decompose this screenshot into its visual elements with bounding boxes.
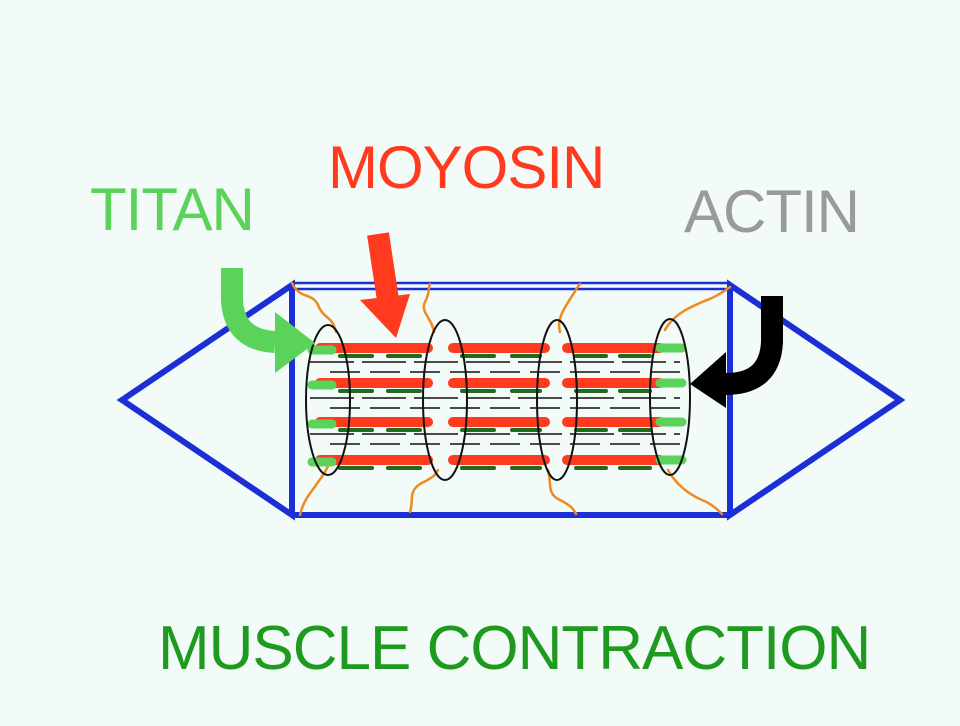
right-triangle-inner xyxy=(729,283,902,517)
titin-connectors xyxy=(290,281,732,517)
left-triangle xyxy=(116,279,295,521)
cross-bridges xyxy=(338,354,652,470)
titan-arrow-icon xyxy=(221,268,315,373)
connector xyxy=(546,468,578,516)
connector xyxy=(290,281,338,334)
connector xyxy=(298,464,330,517)
actin-arrow-head xyxy=(690,352,726,408)
actin-arrow-shaft xyxy=(725,296,783,395)
myosin-filaments xyxy=(315,343,665,465)
right-triangle xyxy=(727,279,906,521)
actin-filaments xyxy=(310,361,680,445)
z-disc xyxy=(536,319,578,481)
connector xyxy=(663,285,732,332)
myosin-label: MOYOSIN xyxy=(328,134,605,201)
actin-arrow-icon xyxy=(690,296,783,408)
myosin-arrow-shaft xyxy=(367,232,399,302)
z-disc xyxy=(305,324,351,476)
left-triangle-inner xyxy=(120,283,293,517)
diagram-title: MUSCLE CONTRACTION xyxy=(158,614,871,683)
z-discs xyxy=(305,318,691,481)
connector xyxy=(422,282,436,334)
titan-arrow-head xyxy=(275,312,315,373)
myosin-arrow-icon xyxy=(360,232,410,338)
connector xyxy=(408,468,440,514)
myosin-arrow-head xyxy=(360,294,410,338)
titan-label: TITAN xyxy=(90,176,255,243)
z-disc xyxy=(649,318,691,476)
titin-caps xyxy=(307,343,687,467)
connector xyxy=(666,468,724,516)
connector xyxy=(557,282,582,334)
z-disc xyxy=(422,319,468,481)
actin-label: ACTIN xyxy=(684,178,860,245)
titan-arrow-shaft xyxy=(221,268,277,353)
sarcomere-frame xyxy=(116,279,906,521)
